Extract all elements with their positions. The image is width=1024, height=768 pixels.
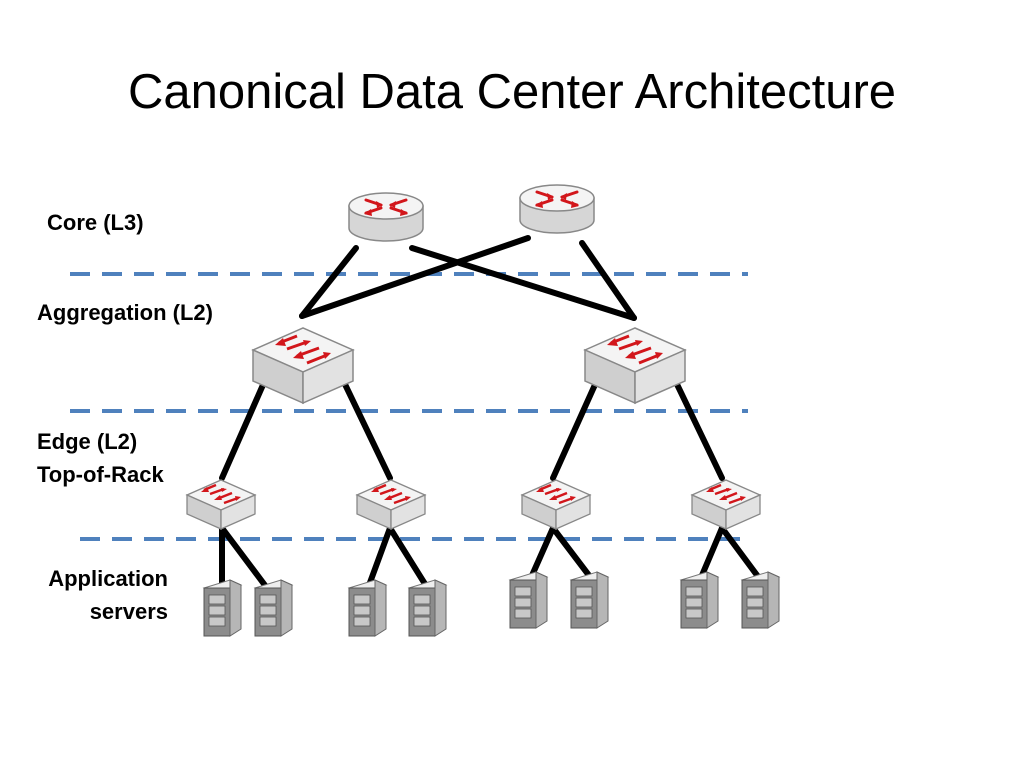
aggregation-layer-label: Aggregation (L2) [37,300,213,325]
link-agg1-edge1 [219,375,269,481]
core-layer [347,183,596,243]
server-7-icon [680,571,719,629]
server-4-icon [408,579,447,637]
link-agg2-edge3 [550,375,601,481]
core-router-2-icon [518,183,596,235]
edge-switch-3-icon [520,478,592,531]
edge-switch-2-icon [355,478,427,531]
link-core2-agg2 [579,240,637,321]
server-1-icon [203,579,242,637]
server-5-icon [509,571,548,629]
edge-layer-label: Edge (L2) Top-of-Rack [37,425,164,491]
core-layer-label: Core (L3) [47,210,144,235]
application-servers-label: Application servers [14,562,168,628]
network-links [219,235,765,595]
edge-layer-label-line1: Edge (L2) [37,429,138,454]
server-2-icon [254,579,293,637]
app-label-line2: servers [89,599,168,624]
link-agg2-edge4 [671,375,725,481]
edge-layer-label-line2: Top-of-Rack [37,462,164,487]
server-6-icon [570,571,609,629]
aggregation-switch-2-icon [583,326,687,405]
core-router-1-icon [347,191,425,243]
link-edge2-srv3 [365,525,393,591]
link-core2-agg1 [299,235,531,319]
link-core1-agg1 [299,245,359,319]
layer-dividers [70,272,752,541]
edge-layer [185,478,762,531]
link-edge3-srv6 [550,525,597,585]
edge-switch-4-icon [690,478,762,531]
link-edge3-srv5 [527,525,556,583]
aggregation-switch-1-icon [251,326,355,405]
link-edge2-srv4 [387,525,433,595]
app-label-line1: Application [48,566,168,591]
edge-switch-1-icon [185,478,257,531]
link-edge1-srv2 [219,525,273,595]
slide-title: Canonical Data Center Architecture [127,65,897,119]
link-agg1-edge2 [339,375,393,481]
server-3-icon [348,579,387,637]
link-core1-agg2 [409,245,637,321]
link-edge4-srv7 [697,525,725,583]
server-layer [203,571,780,637]
link-edge4-srv8 [719,525,765,585]
server-8-icon [741,571,780,629]
aggregation-layer [251,326,687,405]
